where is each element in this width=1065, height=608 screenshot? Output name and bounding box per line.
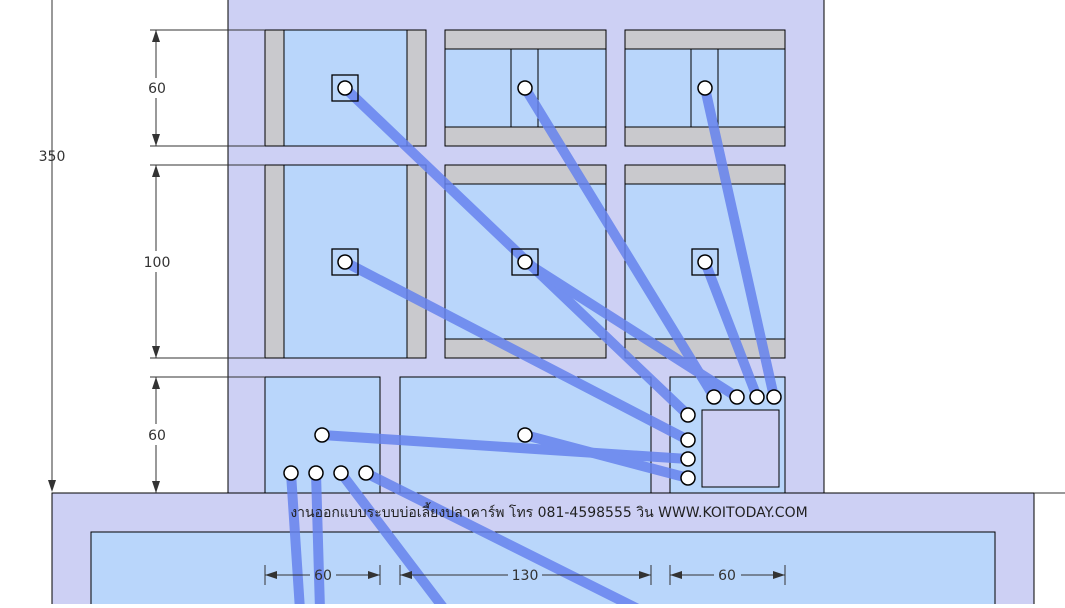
pipe-11: [336, 468, 450, 608]
pipe-opening: [308, 465, 324, 481]
pipe-4: [340, 257, 693, 445]
pipe-opening: [680, 407, 696, 423]
pipes: [286, 83, 779, 608]
pipe-inlets: [331, 74, 719, 276]
inlet-box: [331, 248, 359, 276]
pipe-opening: [697, 254, 713, 270]
pipe-opening: [680, 470, 696, 486]
inlet-box: [511, 248, 539, 276]
pipe-8: [520, 430, 693, 483]
pipe-opening: [729, 389, 745, 405]
pipe-opening: [337, 80, 353, 96]
pipe-opening: [680, 451, 696, 467]
pipe-1: [340, 83, 693, 420]
pipe-opening: [337, 254, 353, 270]
pipe-5: [520, 257, 742, 402]
inlet-box: [331, 74, 359, 102]
inlet-box: [691, 248, 719, 276]
dim-row-middle: 100: [144, 255, 171, 271]
pipe-opening: [680, 432, 696, 448]
pipe-2: [520, 83, 719, 402]
pipe-openings: [283, 80, 782, 486]
pipe-3: [700, 83, 779, 402]
pipe-opening: [283, 465, 299, 481]
dim-row-bottom: 60: [148, 428, 166, 444]
dimension-labels: 350 60 100 60 60 130 60: [39, 81, 736, 584]
dim-col-middle: 130: [512, 568, 539, 584]
pipe-opening: [766, 389, 782, 405]
pipe-opening: [749, 389, 765, 405]
pipe-10: [311, 468, 325, 608]
dim-col-right: 60: [718, 568, 736, 584]
dim-row-top: 60: [148, 81, 166, 97]
pipe-7: [317, 430, 693, 464]
pipe-opening: [314, 427, 330, 443]
pipe-6: [700, 257, 762, 402]
pipe-opening: [697, 80, 713, 96]
dimension-lines: [48, 0, 1065, 585]
watermark-text: งานออกแบบระบบบ่อเลี้ยงปลาคาร์พ โทร 081-4…: [290, 502, 807, 521]
pipe-12: [361, 468, 645, 608]
pipe-opening: [333, 465, 349, 481]
pipe-9: [286, 468, 305, 608]
dim-total-height: 350: [39, 149, 66, 165]
baffles: [264, 29, 786, 359]
pipe-opening: [517, 80, 533, 96]
pipe-opening: [517, 254, 533, 270]
pipe-opening: [517, 427, 533, 443]
pipe-opening: [358, 465, 374, 481]
pipe-opening: [706, 389, 722, 405]
main-pond-water: [90, 531, 996, 608]
dim-col-left: 60: [314, 568, 332, 584]
pump-box: [701, 409, 780, 488]
